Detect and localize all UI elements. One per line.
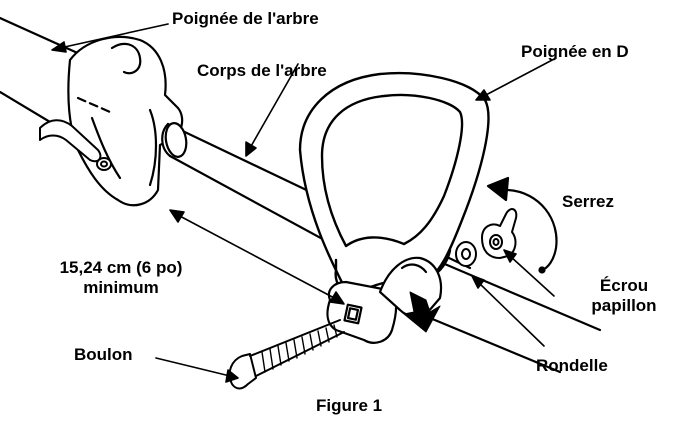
clamp-direction-arrow: [403, 291, 441, 333]
wing-nut-label-line1: Écrou: [599, 276, 649, 295]
shaft-body-label: Corps de l'arbre: [197, 61, 327, 80]
distance-label-line2: minimum: [83, 278, 159, 297]
tighten-label: Serrez: [562, 192, 614, 211]
bolt-label: Boulon: [74, 345, 133, 364]
bolt: [228, 319, 345, 390]
distance-label-line1: 15,24 cm (6 po): [59, 258, 183, 277]
lower-shaft: [428, 260, 602, 374]
washer-label: Rondelle: [536, 356, 608, 375]
d-handle-label: Poignée en D: [521, 42, 629, 61]
leader-lines: [51, 23, 557, 383]
wing-nut-label: Écrou papillon: [574, 276, 674, 316]
dimension-line: [169, 209, 345, 305]
throttle-lever: [39, 119, 112, 171]
wing-nut: [481, 208, 518, 259]
tighten-arrow: [486, 176, 558, 274]
distance-label: 15,24 cm (6 po) minimum: [6, 258, 236, 298]
washer: [455, 241, 477, 267]
shaft-handle-grip: [67, 35, 184, 207]
shaft-handle-label: Poignée de l'arbre: [172, 9, 319, 28]
wing-nut-label-line2: papillon: [591, 296, 657, 315]
figure-caption: Figure 1: [316, 396, 383, 415]
